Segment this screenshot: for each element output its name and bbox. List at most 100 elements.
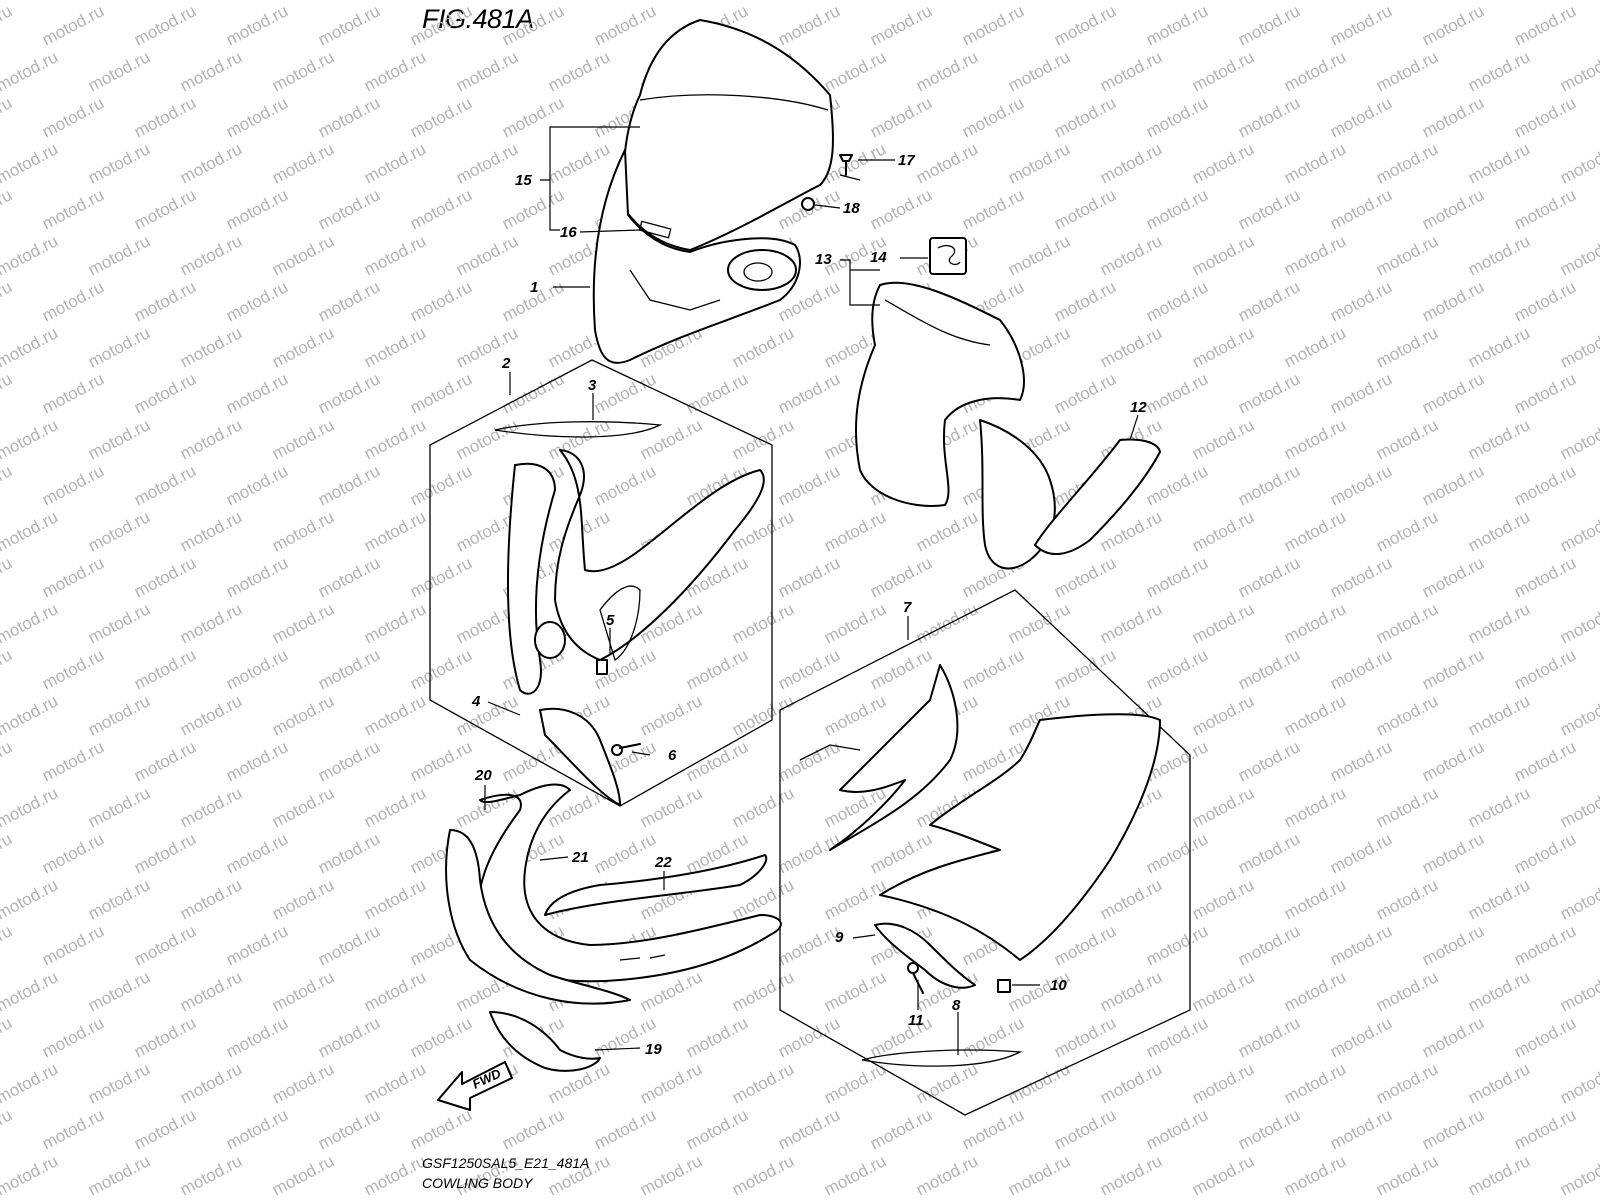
- watermark-text: motod.ru: [1465, 231, 1533, 279]
- watermark-text: motod.ru: [223, 369, 291, 417]
- watermark-text: motod.ru: [1465, 599, 1533, 647]
- callout-18: 18: [843, 200, 860, 217]
- callout-21: 21: [571, 849, 589, 866]
- watermark-text: motod.ru: [0, 553, 15, 601]
- callout-22: 22: [654, 854, 672, 871]
- watermark-text: motod.ru: [361, 47, 429, 95]
- watermark-text: motod.ru: [1281, 967, 1349, 1015]
- side-cowl-right-box: [779, 589, 1191, 1116]
- watermark-text: motod.ru: [1465, 967, 1533, 1015]
- watermark-text: motod.ru: [1373, 323, 1441, 371]
- watermark-text: motod.ru: [1143, 1105, 1211, 1153]
- watermark-text: motod.ru: [85, 323, 153, 371]
- watermark-text: motod.ru: [177, 507, 245, 555]
- bolt-part: [611, 743, 641, 756]
- watermark-text: motod.ru: [85, 599, 153, 647]
- watermark-text: motod.ru: [1051, 93, 1119, 141]
- watermark-text: motod.ru: [407, 1, 475, 49]
- watermark-text: motod.ru: [177, 139, 245, 187]
- watermark-text: motod.ru: [85, 783, 153, 831]
- watermark-text: motod.ru: [1327, 461, 1395, 509]
- watermark-text: motod.ru: [1189, 691, 1257, 739]
- watermark-text: motod.ru: [361, 139, 429, 187]
- emblem-part: [929, 237, 967, 275]
- watermark-text: motod.ru: [131, 829, 199, 877]
- callout-19: 19: [645, 1041, 662, 1058]
- watermark-text: motod.ru: [1511, 553, 1579, 601]
- watermark-text: motod.ru: [1097, 47, 1165, 95]
- watermark-text: motod.ru: [1281, 1059, 1349, 1107]
- watermark-text: motod.ru: [361, 875, 429, 923]
- watermark-text: motod.ru: [1051, 645, 1119, 693]
- watermark-text: motod.ru: [131, 737, 199, 785]
- watermark-text: motod.ru: [1327, 737, 1395, 785]
- watermark-text: motod.ru: [407, 645, 475, 693]
- lower-fairing-piece-part: [539, 707, 621, 806]
- watermark-text: motod.ru: [821, 47, 889, 95]
- watermark-text: motod.ru: [1511, 1, 1579, 49]
- under-panel-part: [544, 854, 768, 916]
- watermark-text: motod.ru: [729, 415, 797, 463]
- watermark-text: motod.ru: [85, 507, 153, 555]
- watermark-text: motod.ru: [775, 737, 843, 785]
- watermark-text: motod.ru: [1327, 921, 1395, 969]
- watermark-text: motod.ru: [1143, 645, 1211, 693]
- watermark-text: motod.ru: [729, 783, 797, 831]
- watermark-text: motod.ru: [1557, 1151, 1600, 1199]
- watermark-text: motod.ru: [39, 461, 107, 509]
- watermark-text: motod.ru: [269, 139, 337, 187]
- watermark-text: motod.ru: [1511, 1013, 1579, 1061]
- callout-17: 17: [898, 152, 915, 169]
- watermark-text: motod.ru: [1235, 1105, 1303, 1153]
- watermark-text: motod.ru: [545, 139, 613, 187]
- watermark-text: motod.ru: [1557, 323, 1600, 371]
- watermark-text: motod.ru: [499, 1, 567, 49]
- watermark-text: motod.ru: [1419, 1013, 1487, 1061]
- watermark-text: motod.ru: [1327, 645, 1395, 693]
- watermark-text: motod.ru: [913, 1151, 981, 1199]
- watermark-text: motod.ru: [1281, 599, 1349, 647]
- watermark-text: motod.ru: [407, 185, 475, 233]
- watermark-text: motod.ru: [1097, 323, 1165, 371]
- bracket-panel-part: [1034, 438, 1161, 556]
- side-cowl-left-lower-part: [507, 462, 556, 695]
- watermark-text: motod.ru: [1005, 231, 1073, 279]
- callout-16: 16: [560, 224, 577, 241]
- watermark-text: motod.ru: [729, 691, 797, 739]
- decal-part: [494, 421, 663, 438]
- side-cowl-right-main-part: [879, 713, 1161, 961]
- watermark-text: motod.ru: [1235, 93, 1303, 141]
- watermark-text: motod.ru: [1097, 599, 1165, 647]
- watermark-text: motod.ru: [1189, 323, 1257, 371]
- watermark-text: motod.ru: [0, 369, 15, 417]
- watermark-text: motod.ru: [775, 1013, 843, 1061]
- watermark-text: motod.ru: [1373, 507, 1441, 555]
- watermark-text: motod.ru: [499, 1105, 567, 1153]
- watermark-text: motod.ru: [0, 415, 61, 463]
- watermark-text: motod.ru: [39, 1, 107, 49]
- watermark-text: motod.ru: [269, 507, 337, 555]
- watermark-text: motod.ru: [1189, 1059, 1257, 1107]
- watermark-text: motod.ru: [867, 93, 935, 141]
- watermark-text: motod.ru: [1373, 691, 1441, 739]
- watermark-text: motod.ru: [1051, 1013, 1119, 1061]
- watermark-text: motod.ru: [1281, 507, 1349, 555]
- watermark-text: motod.ru: [407, 369, 475, 417]
- watermark-text: motod.ru: [867, 553, 935, 601]
- watermark-text: motod.ru: [131, 1105, 199, 1153]
- watermark-text: motod.ru: [591, 1105, 659, 1153]
- callout-1: 1: [530, 279, 538, 296]
- watermark-text: motod.ru: [269, 323, 337, 371]
- watermark-text: motod.ru: [1051, 277, 1119, 325]
- watermark-text: motod.ru: [177, 47, 245, 95]
- watermark-text: motod.ru: [223, 1013, 291, 1061]
- watermark-text: motod.ru: [39, 1105, 107, 1153]
- watermark-text: motod.ru: [177, 1151, 245, 1199]
- watermark-text: motod.ru: [407, 93, 475, 141]
- watermark-text: motod.ru: [1419, 921, 1487, 969]
- callout-9: 9: [835, 929, 844, 946]
- watermark-text: motod.ru: [959, 645, 1027, 693]
- watermark-text: motod.ru: [1419, 829, 1487, 877]
- watermark-text: motod.ru: [591, 461, 659, 509]
- watermark-text: motod.ru: [1557, 691, 1600, 739]
